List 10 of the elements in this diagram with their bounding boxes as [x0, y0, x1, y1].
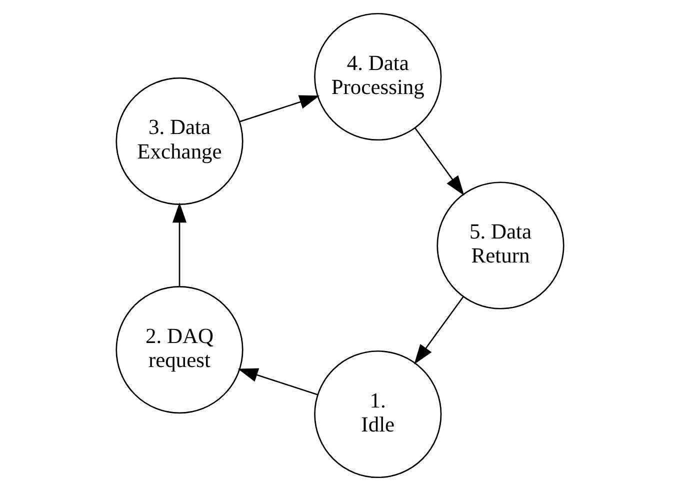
node-circle: 1. Idle [314, 350, 442, 478]
node-circle: 3. Data Exchange [116, 77, 244, 205]
arrow [239, 95, 320, 122]
arrow [414, 296, 464, 364]
node-circle: 5. Data Return [436, 182, 564, 310]
node-circle: 4. Data Processing [314, 12, 442, 141]
arrow [172, 202, 187, 287]
arrow [414, 127, 464, 196]
arrow [238, 368, 318, 396]
node-circle: 2. DAQ request [116, 286, 244, 414]
